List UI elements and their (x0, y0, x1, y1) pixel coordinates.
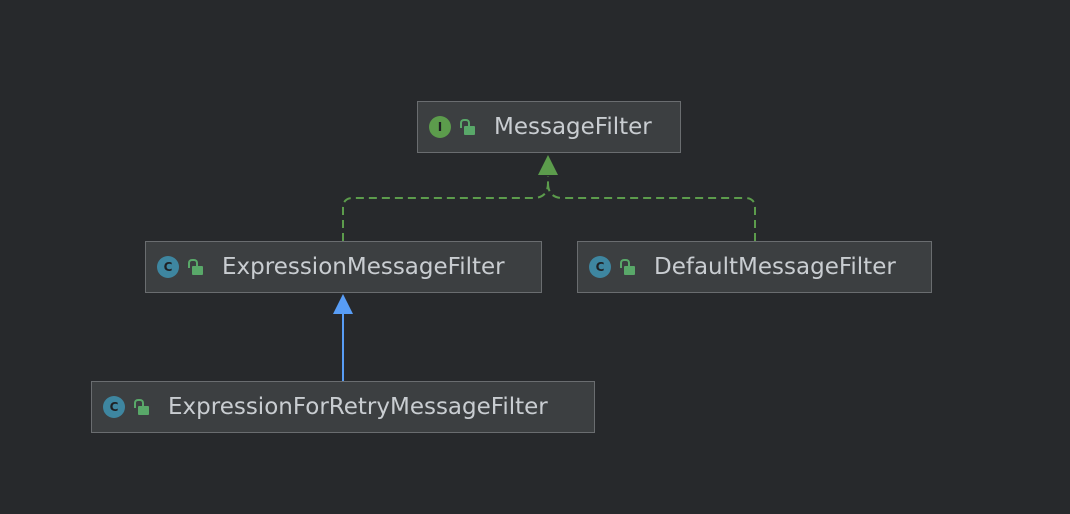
unlocked-padlock-icon (188, 258, 204, 276)
node-expression-message-filter[interactable]: C ExpressionMessageFilter (145, 241, 542, 293)
arrowhead-extends-expression-message-filter (333, 294, 353, 314)
node-label-expression-for-retry-message-filter: ExpressionForRetryMessageFilter (168, 394, 548, 420)
node-expression-for-retry-message-filter[interactable]: C ExpressionForRetryMessageFilter (91, 381, 595, 433)
unlocked-padlock-icon (620, 258, 636, 276)
edge-implements-expression-message-filter (342, 176, 549, 241)
interface-icon: I (429, 116, 451, 138)
class-icon: C (103, 396, 125, 418)
class-icon: C (157, 256, 179, 278)
node-label-message-filter: MessageFilter (494, 114, 652, 140)
unlocked-padlock-icon (134, 398, 150, 416)
class-icon: C (589, 256, 611, 278)
node-label-default-message-filter: DefaultMessageFilter (654, 254, 896, 280)
edge-implements-default-message-filter (547, 182, 756, 241)
node-message-filter[interactable]: I MessageFilter (417, 101, 681, 153)
node-label-expression-message-filter: ExpressionMessageFilter (222, 254, 505, 280)
node-default-message-filter[interactable]: C DefaultMessageFilter (577, 241, 932, 293)
arrowhead-implements-message-filter (538, 155, 558, 175)
unlocked-padlock-icon (460, 118, 476, 136)
